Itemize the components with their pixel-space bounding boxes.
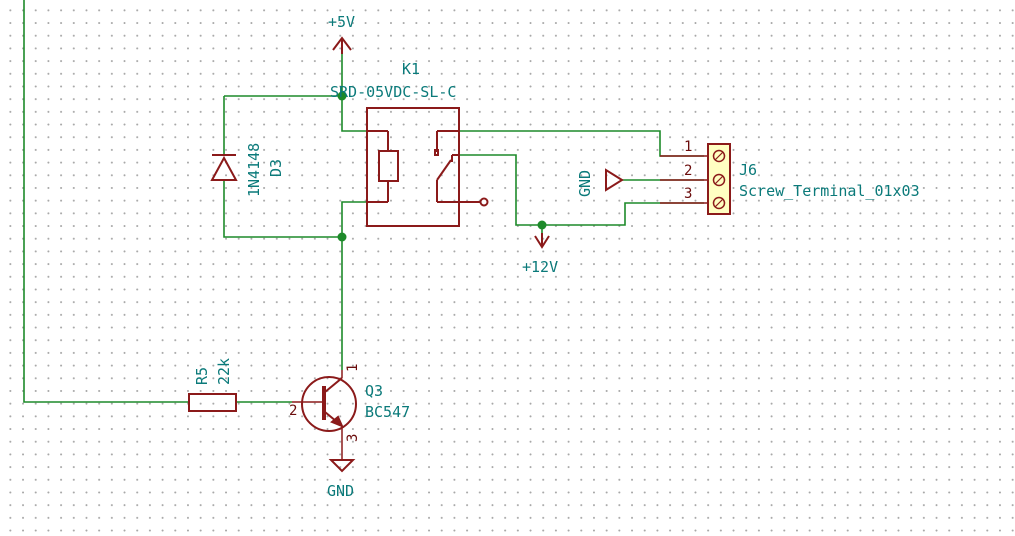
relay-ref: K1 — [402, 60, 420, 78]
j6-ref: J6 — [739, 161, 757, 179]
relay-body — [366, 107, 460, 227]
wire-coil-bottom — [341, 201, 367, 370]
junctions — [337, 91, 547, 242]
j6-body — [707, 143, 731, 215]
connector-j6[interactable]: 1 2 3 J6 Screw_Terminal_01x03 — [660, 139, 920, 215]
power-12v[interactable]: +12V — [522, 233, 558, 276]
screw-icon — [712, 196, 726, 210]
diode-triangle-icon — [210, 155, 238, 181]
power-5v[interactable]: +5V — [328, 13, 355, 54]
power-5v-label: +5V — [328, 13, 355, 31]
transistor-value: BC547 — [365, 403, 410, 421]
j6-value: Screw_Terminal_01x03 — [739, 182, 920, 200]
transistor-outline — [301, 376, 357, 432]
junction-12v — [537, 220, 547, 230]
relay-nc-contact — [434, 149, 439, 156]
transistor-pin1: 1 — [345, 364, 361, 372]
resistor-body — [188, 393, 237, 412]
j6-pin1-num: 1 — [684, 139, 692, 155]
relay-no-terminal — [479, 197, 489, 207]
gnd-terminal-label: GND — [576, 170, 594, 197]
junction-collector — [337, 232, 347, 242]
gnd-symbol-icon — [328, 459, 356, 473]
transistor-ref: Q3 — [365, 382, 383, 400]
resistor-ref: R5 — [193, 367, 211, 385]
transistor-pin3: 3 — [345, 434, 361, 442]
transistor-q3[interactable]: 1 2 3 Q3 BC547 — [289, 364, 410, 460]
wire-5v-rail — [341, 54, 367, 132]
wires — [23, 0, 704, 403]
relay-k1[interactable]: K1 SRD-05VDC-SL-C — [330, 60, 489, 227]
diode-ref: D3 — [267, 159, 285, 177]
gnd-transistor-label: GND — [327, 482, 354, 500]
relay-value: SRD-05VDC-SL-C — [330, 83, 456, 101]
power-gnd-transistor[interactable]: GND — [327, 459, 356, 500]
diode-value: 1N4148 — [245, 143, 263, 197]
gnd-terminal-symbol-icon — [605, 168, 624, 192]
screw-icon — [712, 173, 726, 187]
junction-5v — [337, 91, 347, 101]
relay-coil — [378, 150, 399, 182]
arrow-down-icon — [534, 233, 550, 249]
power-gnd-terminal[interactable]: GND — [576, 168, 624, 197]
relay-armature — [436, 159, 452, 181]
wire-diode-left-bottom — [223, 180, 342, 238]
wire-relay-nc-to-j6-pin1 — [437, 130, 704, 157]
j6-pin2-num: 2 — [684, 163, 692, 179]
screw-icon — [712, 149, 726, 163]
resistor-r5[interactable]: R5 22k — [188, 358, 237, 412]
transistor-pin2: 2 — [289, 403, 297, 419]
transistor-collector — [324, 377, 343, 393]
wire-relay-com-to-12v — [452, 154, 704, 226]
j6-pin3-num: 3 — [684, 186, 692, 202]
transistor-emitter-arrow-icon — [330, 415, 344, 428]
arrow-up-icon — [332, 36, 352, 54]
power-12v-label: +12V — [522, 258, 558, 276]
resistor-value: 22k — [215, 358, 233, 385]
diode-d3[interactable]: 1N4148 D3 — [210, 143, 285, 197]
wire-left-input — [23, 0, 189, 403]
